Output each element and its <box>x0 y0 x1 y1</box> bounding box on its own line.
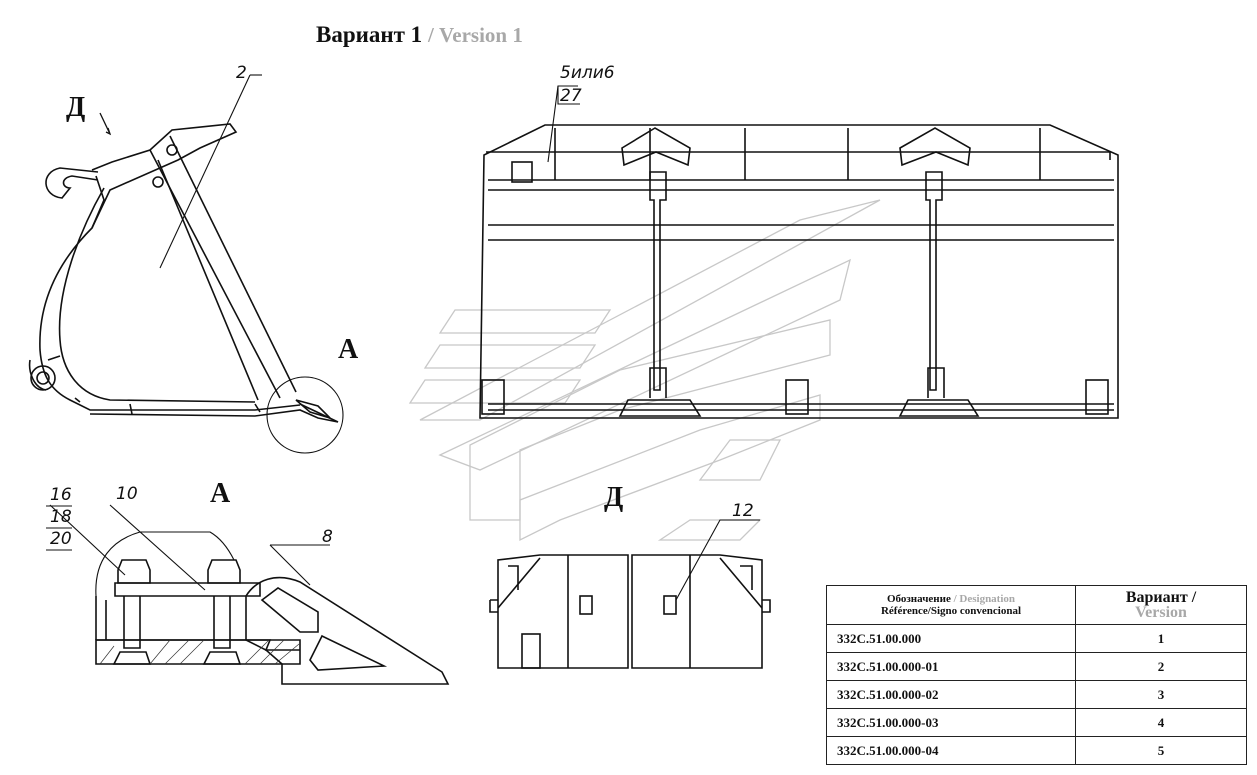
version-table: Обозначение / Designation Référence/Sign… <box>826 585 1247 765</box>
designation-cell: 332С.51.00.000-03 <box>826 708 1076 737</box>
section-a-label: А <box>210 478 231 509</box>
callout-5-or-6: 5или6 <box>560 63 615 83</box>
designation-fr-es: Référence/Signo convencional <box>880 605 1022 617</box>
view-d-label: Д <box>604 482 623 513</box>
table-row: 332С.51.00.000-02 3 <box>826 680 1247 709</box>
designation-ru: Обозначение <box>886 593 951 605</box>
callout-leader-lines <box>46 505 72 551</box>
table-row: 332С.51.00.000-03 4 <box>826 708 1247 737</box>
variant-header: Вариант / Version <box>1075 585 1247 625</box>
version-cell: 2 <box>1075 652 1247 681</box>
version-cell: 1 <box>1075 624 1247 653</box>
designation-header: Обозначение / Designation Référence/Sign… <box>826 585 1076 625</box>
view-d-arrow-label: Д <box>66 92 85 123</box>
callout-12: 12 <box>732 501 754 521</box>
callout-8: 8 <box>322 527 333 547</box>
bucket-front-view <box>479 85 1119 419</box>
drawing-title: Вариант 1 / Version 1 <box>316 22 523 48</box>
section-a-hatching <box>99 639 300 665</box>
designation-cell: 332С.51.00.000 <box>826 624 1076 653</box>
designation-en: / Designation <box>953 593 1016 605</box>
callout-18: 18 <box>50 507 72 527</box>
version-table-header: Обозначение / Designation Référence/Sign… <box>826 585 1247 625</box>
callout-27: 27 <box>560 86 582 106</box>
callout-2: 2 <box>236 63 247 83</box>
version-cell: 3 <box>1075 680 1247 709</box>
designation-cell: 332С.51.00.000-01 <box>826 652 1076 681</box>
table-row: 332С.51.00.000-04 5 <box>826 736 1247 765</box>
table-row: 332С.51.00.000-01 2 <box>826 652 1247 681</box>
view-d-detail <box>489 519 771 669</box>
callout-20: 20 <box>50 529 72 549</box>
version-cell: 4 <box>1075 708 1247 737</box>
bucket-side-view <box>28 74 344 454</box>
designation-cell: 332С.51.00.000-04 <box>826 736 1076 765</box>
variant-en: Version <box>1135 604 1187 621</box>
title-main: Вариант 1 <box>316 22 423 47</box>
table-row: 332С.51.00.000 1 <box>826 624 1247 653</box>
detail-a-label: А <box>338 334 359 365</box>
version-cell: 5 <box>1075 736 1247 765</box>
callout-10: 10 <box>116 484 138 504</box>
designation-cell: 332С.51.00.000-02 <box>826 680 1076 709</box>
title-sub: / Version 1 <box>427 23 523 47</box>
section-a-detail <box>49 504 450 685</box>
variant-ru: Вариант / <box>1125 589 1197 606</box>
callout-16: 16 <box>50 485 72 505</box>
